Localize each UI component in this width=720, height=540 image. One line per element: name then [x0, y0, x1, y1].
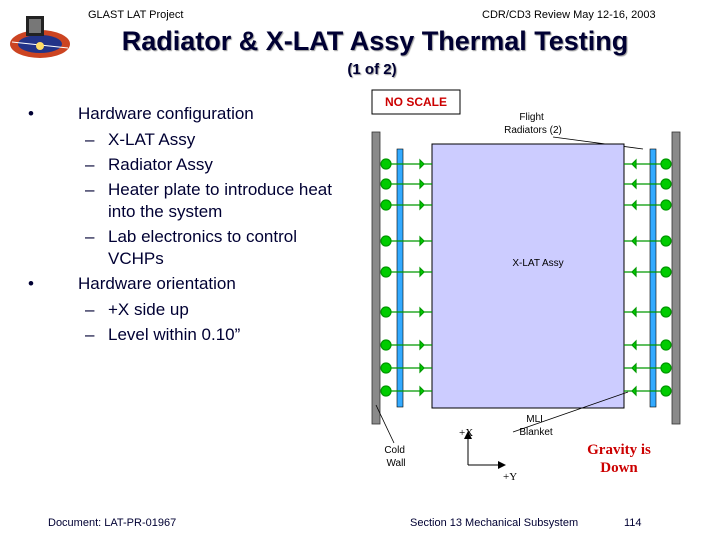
axis-x-label: +X: [459, 427, 473, 439]
flight-radiators-line-1: Flight: [519, 112, 544, 123]
vchp-right-6: [624, 306, 672, 318]
vchp-left-8: [380, 362, 432, 374]
no-scale-label: NO SCALE: [385, 95, 447, 109]
axis-y-label: +Y: [503, 471, 517, 483]
vchp-right-7: [624, 339, 672, 351]
flight-radiators-label: Flight Radiators (2): [504, 112, 562, 136]
flight-radiators-line-2: Radiators (2): [504, 125, 562, 136]
dash-icon: –: [85, 325, 95, 344]
vchp-right-4: [624, 235, 672, 247]
cold-wall-line-2: Wall: [386, 458, 405, 469]
document-number: Document: LAT-PR-01967: [48, 517, 177, 529]
vchp-left-6: [380, 306, 432, 318]
mli-leader: [512, 391, 629, 433]
sub-bullet-text: Level within 0.10”: [108, 325, 241, 344]
cold-wall-leader: [375, 404, 395, 444]
vchp-group-left: [380, 158, 432, 397]
sub-bullet-item: – Lab electronics to control VCHPs: [28, 226, 348, 270]
vchp-right-9: [624, 385, 672, 397]
vchp-right-1: [624, 158, 672, 170]
flight-radiators-leader: [552, 136, 644, 150]
mli-line-1: MLI: [526, 414, 543, 425]
cold-wall-label: Cold Wall: [384, 445, 407, 469]
vchp-left-7: [380, 339, 432, 351]
slide-title: Radiator & X-LAT Assy Thermal Testing: [121, 26, 629, 56]
bullet-item: • Hardware orientation: [28, 273, 348, 295]
bullet-text: Hardware configuration: [78, 104, 254, 123]
mli-line-2: Blanket: [519, 427, 553, 438]
bullet-item: • Hardware configuration: [28, 103, 348, 125]
vchp-right-3: [624, 199, 672, 211]
bullet-dot-icon: •: [28, 274, 34, 293]
sub-bullet-text: Radiator Assy: [108, 155, 213, 174]
sub-bullet-item: – Level within 0.10”: [28, 324, 348, 346]
section-name: Section 13 Mechanical Subsystem: [410, 517, 579, 529]
dash-icon: –: [85, 155, 95, 174]
axis-y-arrowhead: [498, 461, 506, 469]
vchp-left-5: [380, 266, 432, 278]
dash-icon: –: [85, 130, 95, 149]
dash-icon: –: [85, 180, 95, 199]
sub-bullet-item: – X-LAT Assy: [28, 129, 348, 151]
sub-bullet-item: – Heater plate to introduce heat into th…: [28, 179, 348, 223]
cold-wall-left: [371, 131, 381, 425]
axis-x-arrowhead: [464, 431, 472, 439]
sub-bullet-text: Heater plate to introduce heat into the …: [108, 180, 332, 221]
page-number: 114: [624, 517, 642, 529]
vchp-left-9: [380, 385, 432, 397]
xlat-assy-label: X-LAT Assy: [512, 258, 563, 269]
bullet-dot-icon: •: [28, 104, 34, 123]
cold-wall-right: [671, 131, 681, 425]
vchp-right-8: [624, 362, 672, 374]
xlat-assy-box: [431, 143, 625, 409]
sub-bullet-item: – +X side up: [28, 299, 348, 321]
test-setup-diagram: NO SCALE Flight Radiators (2) X-LAT Assy: [371, 89, 681, 483]
sub-bullet-text: Lab electronics to control VCHPs: [108, 227, 297, 268]
radiator-left: [396, 148, 404, 408]
vchp-left-4: [380, 235, 432, 247]
cold-wall-line-1: Cold: [384, 445, 405, 456]
sub-bullet-text: X-LAT Assy: [108, 130, 196, 149]
vchp-right-2: [624, 178, 672, 190]
vchp-left-2: [380, 178, 432, 190]
sub-bullet-text: +X side up: [108, 300, 189, 319]
mli-blanket-label: MLI Blanket: [519, 414, 553, 438]
bullet-list: • Hardware configuration – X-LAT Assy – …: [28, 103, 348, 346]
vchp-left-3: [380, 199, 432, 211]
no-scale-box: [371, 89, 461, 115]
review-date: CDR/CD3 Review May 12-16, 2003: [482, 9, 656, 21]
glast-logo: [8, 12, 74, 64]
dash-icon: –: [85, 300, 95, 319]
gravity-note: Gravity is Down: [587, 442, 651, 476]
sub-bullet-item: – Radiator Assy: [28, 154, 348, 176]
vchp-left-1: [380, 158, 432, 170]
radiator-right: [649, 148, 657, 408]
vchp-right-5: [624, 266, 672, 278]
vchp-group-right: [624, 158, 672, 397]
project-name: GLAST LAT Project: [88, 9, 184, 21]
bullet-text: Hardware orientation: [78, 274, 236, 293]
dash-icon: –: [85, 227, 95, 246]
slide-subtitle: (1 of 2): [347, 61, 397, 78]
